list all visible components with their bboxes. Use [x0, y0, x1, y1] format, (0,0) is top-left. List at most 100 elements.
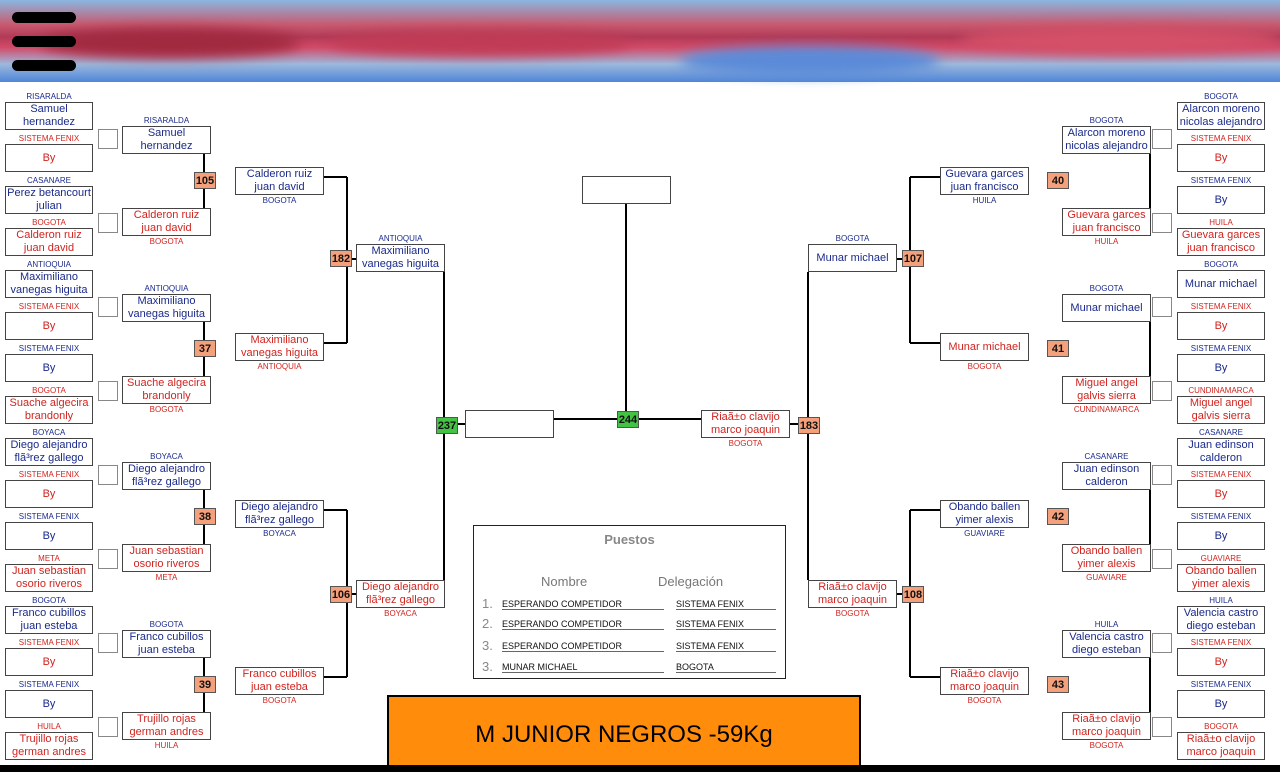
match-number-badge[interactable]: 107: [902, 250, 924, 267]
delegation-label: BOGOTA: [967, 362, 1002, 371]
competitor-box[interactable]: Samuel hernandez: [5, 102, 93, 130]
competitor-box[interactable]: Franco cubillos juan esteba: [5, 606, 93, 634]
match-number-badge[interactable]: 38: [194, 508, 216, 525]
bracket-connector-box: [1152, 717, 1172, 737]
competitor-box[interactable]: By: [5, 144, 93, 172]
competitor-box[interactable]: Riaã±o clavijo marco joaquin: [808, 580, 897, 608]
match-number-badge[interactable]: 39: [194, 676, 216, 693]
competitor-box[interactable]: Suache algecira brandonly: [5, 396, 93, 424]
delegation-label: SISTEMA FENIX: [18, 512, 80, 521]
delegation-label: BOGOTA: [149, 237, 184, 246]
competitor-box[interactable]: By: [1177, 480, 1265, 508]
standings-competitor: ESPERANDO COMPETIDOR: [502, 641, 664, 652]
standings-title: Puestos: [604, 532, 655, 547]
competitor-box[interactable]: Calderon ruiz juan david: [235, 167, 324, 195]
match-number-badge[interactable]: 244: [617, 411, 639, 428]
competitor-box[interactable]: Miguel angel galvis sierra: [1062, 376, 1151, 404]
competitor-box[interactable]: Guevara garces juan francisco: [1177, 228, 1265, 256]
match-number-badge[interactable]: 40: [1047, 172, 1069, 189]
match-number-badge[interactable]: 41: [1047, 340, 1069, 357]
competitor-box[interactable]: Alarcon moreno nicolas alejandro: [1177, 102, 1265, 130]
match-number-badge[interactable]: 105: [194, 172, 216, 189]
competitor-box[interactable]: By: [1177, 186, 1265, 214]
competitor-box[interactable]: Valencia castro diego esteban: [1062, 630, 1151, 658]
bottom-bar: [0, 765, 1280, 772]
match-number-badge[interactable]: 37: [194, 340, 216, 357]
bracket-connector-box: [98, 633, 118, 653]
competitor-box[interactable]: By: [1177, 144, 1265, 172]
delegation-label: BOGOTA: [1089, 741, 1124, 750]
competitor-box[interactable]: Perez betancourt julian: [5, 186, 93, 214]
delegation-label: META: [38, 554, 60, 563]
match-number-badge[interactable]: 237: [436, 417, 458, 434]
delegation-label: SISTEMA FENIX: [1190, 512, 1252, 521]
competitor-box[interactable]: Valencia castro diego esteban: [1177, 606, 1265, 634]
competitor-box[interactable]: Franco cubillos juan esteba: [122, 630, 211, 658]
competitor-box[interactable]: Munar michael: [1177, 270, 1265, 298]
competitor-box[interactable]: Samuel hernandez: [122, 126, 211, 154]
competitor-box[interactable]: Trujillo rojas german andres: [122, 712, 211, 740]
competitor-box[interactable]: Maximiliano vanegas higuita: [356, 244, 445, 272]
delegation-label: HUILA: [154, 741, 179, 750]
match-number-badge[interactable]: 43: [1047, 676, 1069, 693]
competitor-box[interactable]: Juan sebastian osorio riveros: [122, 544, 211, 572]
competitor-box[interactable]: Riaã±o clavijo marco joaquin: [940, 667, 1029, 695]
competitor-box[interactable]: Obando ballen yimer alexis: [1177, 564, 1265, 592]
competitor-box[interactable]: Obando ballen yimer alexis: [940, 500, 1029, 528]
delegation-label: BOGOTA: [835, 609, 870, 618]
competitor-box[interactable]: [582, 176, 671, 204]
competitor-box[interactable]: Munar michael: [940, 333, 1029, 361]
competitor-box[interactable]: Calderon ruiz juan david: [5, 228, 93, 256]
competitor-box[interactable]: Diego alejandro flã³rez gallego: [235, 500, 324, 528]
bracket-connector-box: [1152, 213, 1172, 233]
competitor-box[interactable]: Maximiliano vanegas higuita: [5, 270, 93, 298]
competitor-box[interactable]: By: [5, 480, 93, 508]
standings-competitor: MUNAR MICHAEL: [502, 662, 664, 673]
competitor-box[interactable]: By: [1177, 312, 1265, 340]
delegation-label: BOYACA: [32, 428, 66, 437]
competitor-box[interactable]: Calderon ruiz juan david: [122, 208, 211, 236]
competitor-box[interactable]: Juan edinson calderon: [1062, 462, 1151, 490]
competitor-box[interactable]: By: [5, 522, 93, 550]
competitor-box[interactable]: Maximiliano vanegas higuita: [235, 333, 324, 361]
competitor-box[interactable]: By: [1177, 522, 1265, 550]
competitor-box[interactable]: Riaã±o clavijo marco joaquin: [1177, 732, 1265, 760]
competitor-box[interactable]: Diego alejandro flã³rez gallego: [122, 462, 211, 490]
match-number-badge[interactable]: 108: [902, 586, 924, 603]
competitor-box[interactable]: [465, 410, 554, 438]
hamburger-menu-icon[interactable]: [12, 12, 76, 72]
competitor-box[interactable]: Riaã±o clavijo marco joaquin: [1062, 712, 1151, 740]
competitor-box[interactable]: By: [5, 648, 93, 676]
competitor-box[interactable]: By: [1177, 648, 1265, 676]
competitor-box[interactable]: By: [1177, 690, 1265, 718]
competitor-box[interactable]: By: [1177, 354, 1265, 382]
competitor-box[interactable]: Juan sebastian osorio riveros: [5, 564, 93, 592]
competitor-box[interactable]: Guevara garces juan francisco: [1062, 208, 1151, 236]
match-number-badge[interactable]: 183: [798, 417, 820, 434]
delegation-label: SISTEMA FENIX: [1190, 344, 1252, 353]
competitor-box[interactable]: Miguel angel galvis sierra: [1177, 396, 1265, 424]
delegation-label: ANTIOQUIA: [257, 362, 302, 371]
competitor-box[interactable]: Diego alejandro flã³rez gallego: [5, 438, 93, 466]
competitor-box[interactable]: Alarcon moreno nicolas alejandro: [1062, 126, 1151, 154]
competitor-box[interactable]: By: [5, 690, 93, 718]
delegation-label: SISTEMA FENIX: [1190, 176, 1252, 185]
competitor-box[interactable]: Munar michael: [808, 244, 897, 272]
competitor-box[interactable]: By: [5, 312, 93, 340]
competitor-box[interactable]: Riaã±o clavijo marco joaquin: [701, 410, 790, 438]
competitor-box[interactable]: Obando ballen yimer alexis: [1062, 544, 1151, 572]
match-number-badge[interactable]: 182: [330, 250, 352, 267]
competitor-box[interactable]: Franco cubillos juan esteba: [235, 667, 324, 695]
competitor-box[interactable]: By: [5, 354, 93, 382]
match-number-badge[interactable]: 42: [1047, 508, 1069, 525]
delegation-label: HUILA: [37, 722, 61, 731]
competitor-box[interactable]: Juan edinson calderon: [1177, 438, 1265, 466]
competitor-box[interactable]: Maximiliano vanegas higuita: [122, 294, 211, 322]
delegation-label: SISTEMA FENIX: [18, 302, 80, 311]
competitor-box[interactable]: Munar michael: [1062, 294, 1151, 322]
competitor-box[interactable]: Suache algecira brandonly: [122, 376, 211, 404]
competitor-box[interactable]: Diego alejandro flã³rez gallego: [356, 580, 445, 608]
match-number-badge[interactable]: 106: [330, 586, 352, 603]
competitor-box[interactable]: Guevara garces juan francisco: [940, 167, 1029, 195]
competitor-box[interactable]: Trujillo rojas german andres: [5, 732, 93, 760]
